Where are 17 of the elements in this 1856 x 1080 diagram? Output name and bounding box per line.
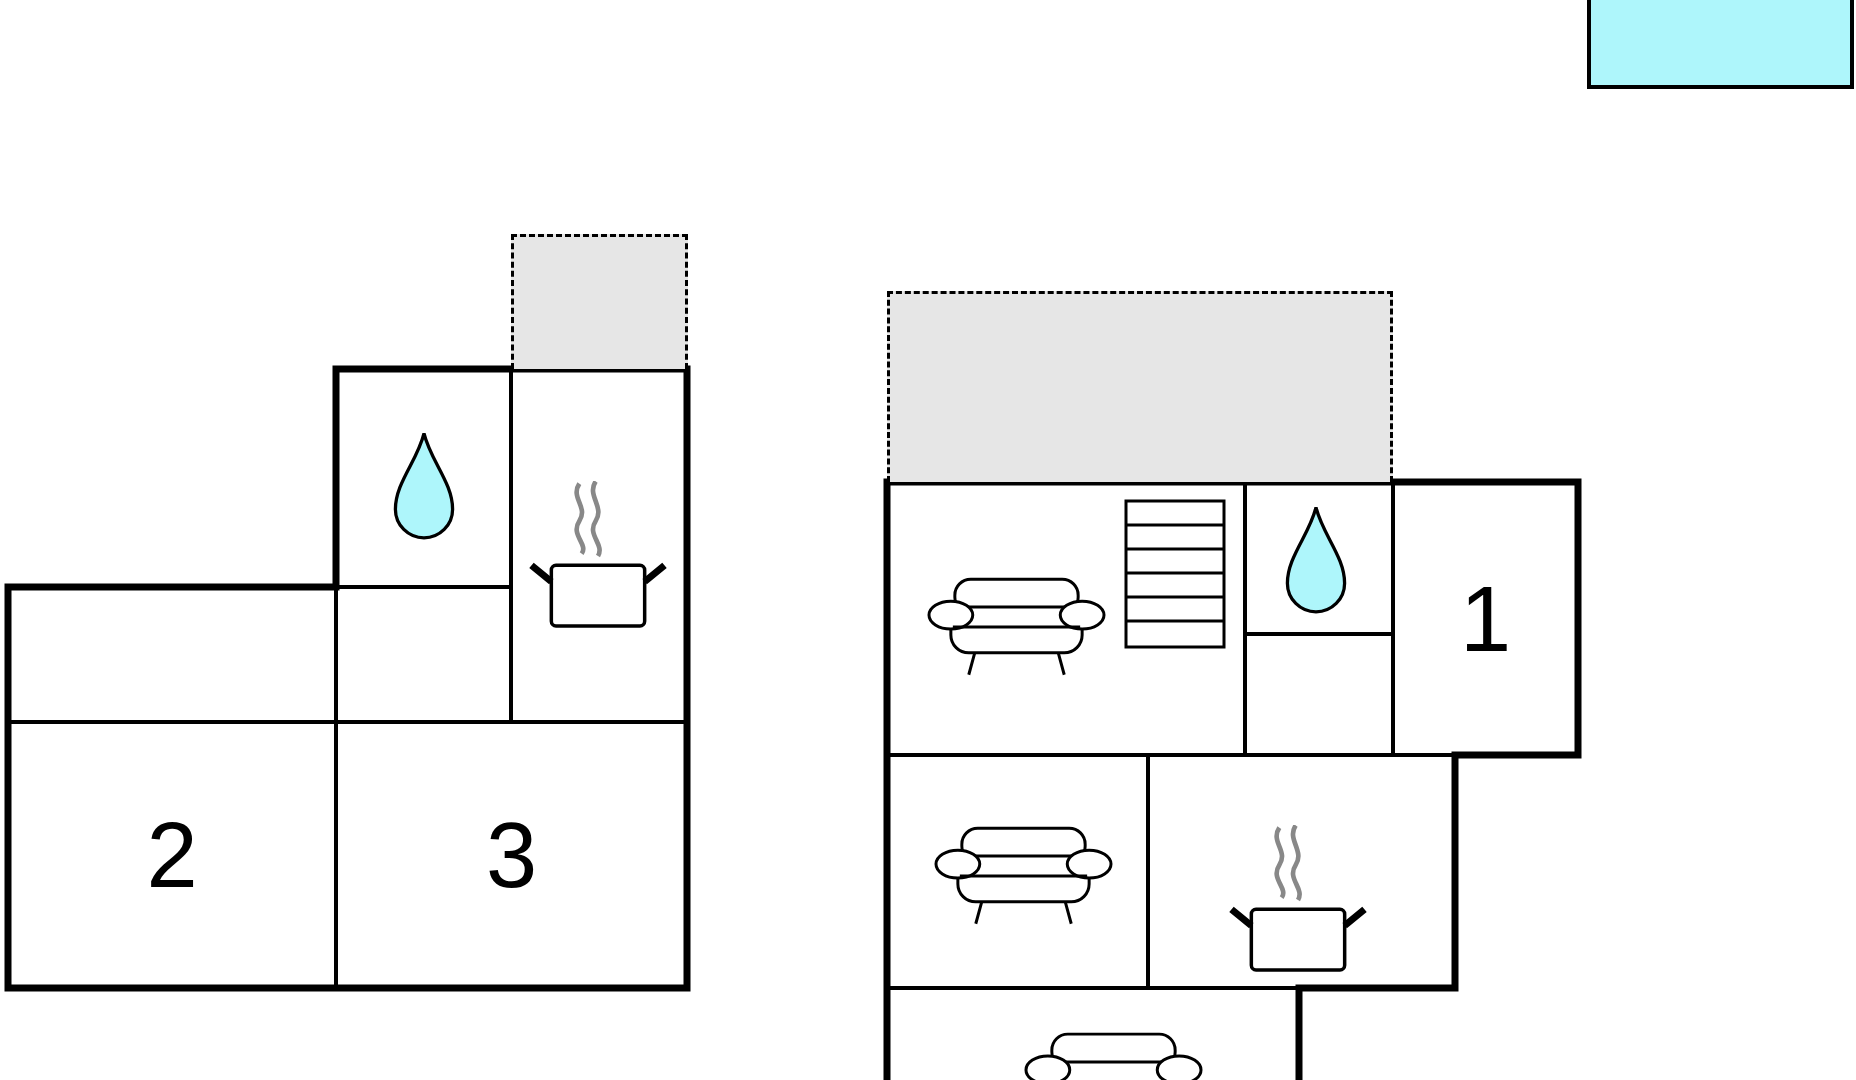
terrace-area (511, 234, 688, 369)
room (511, 369, 687, 722)
room-number: 3 (485, 809, 538, 901)
room (8, 587, 336, 722)
pool-area (1587, 0, 1854, 89)
room-number: 1 (1459, 572, 1512, 665)
room (336, 369, 511, 587)
room (8, 722, 336, 988)
room (887, 755, 1148, 988)
room (336, 587, 511, 722)
room-number: 2 (146, 809, 198, 901)
room (1148, 755, 1455, 988)
terrace-area (887, 291, 1393, 482)
room (336, 722, 687, 988)
room (1245, 634, 1393, 755)
room (1245, 482, 1393, 634)
room (887, 482, 1245, 755)
